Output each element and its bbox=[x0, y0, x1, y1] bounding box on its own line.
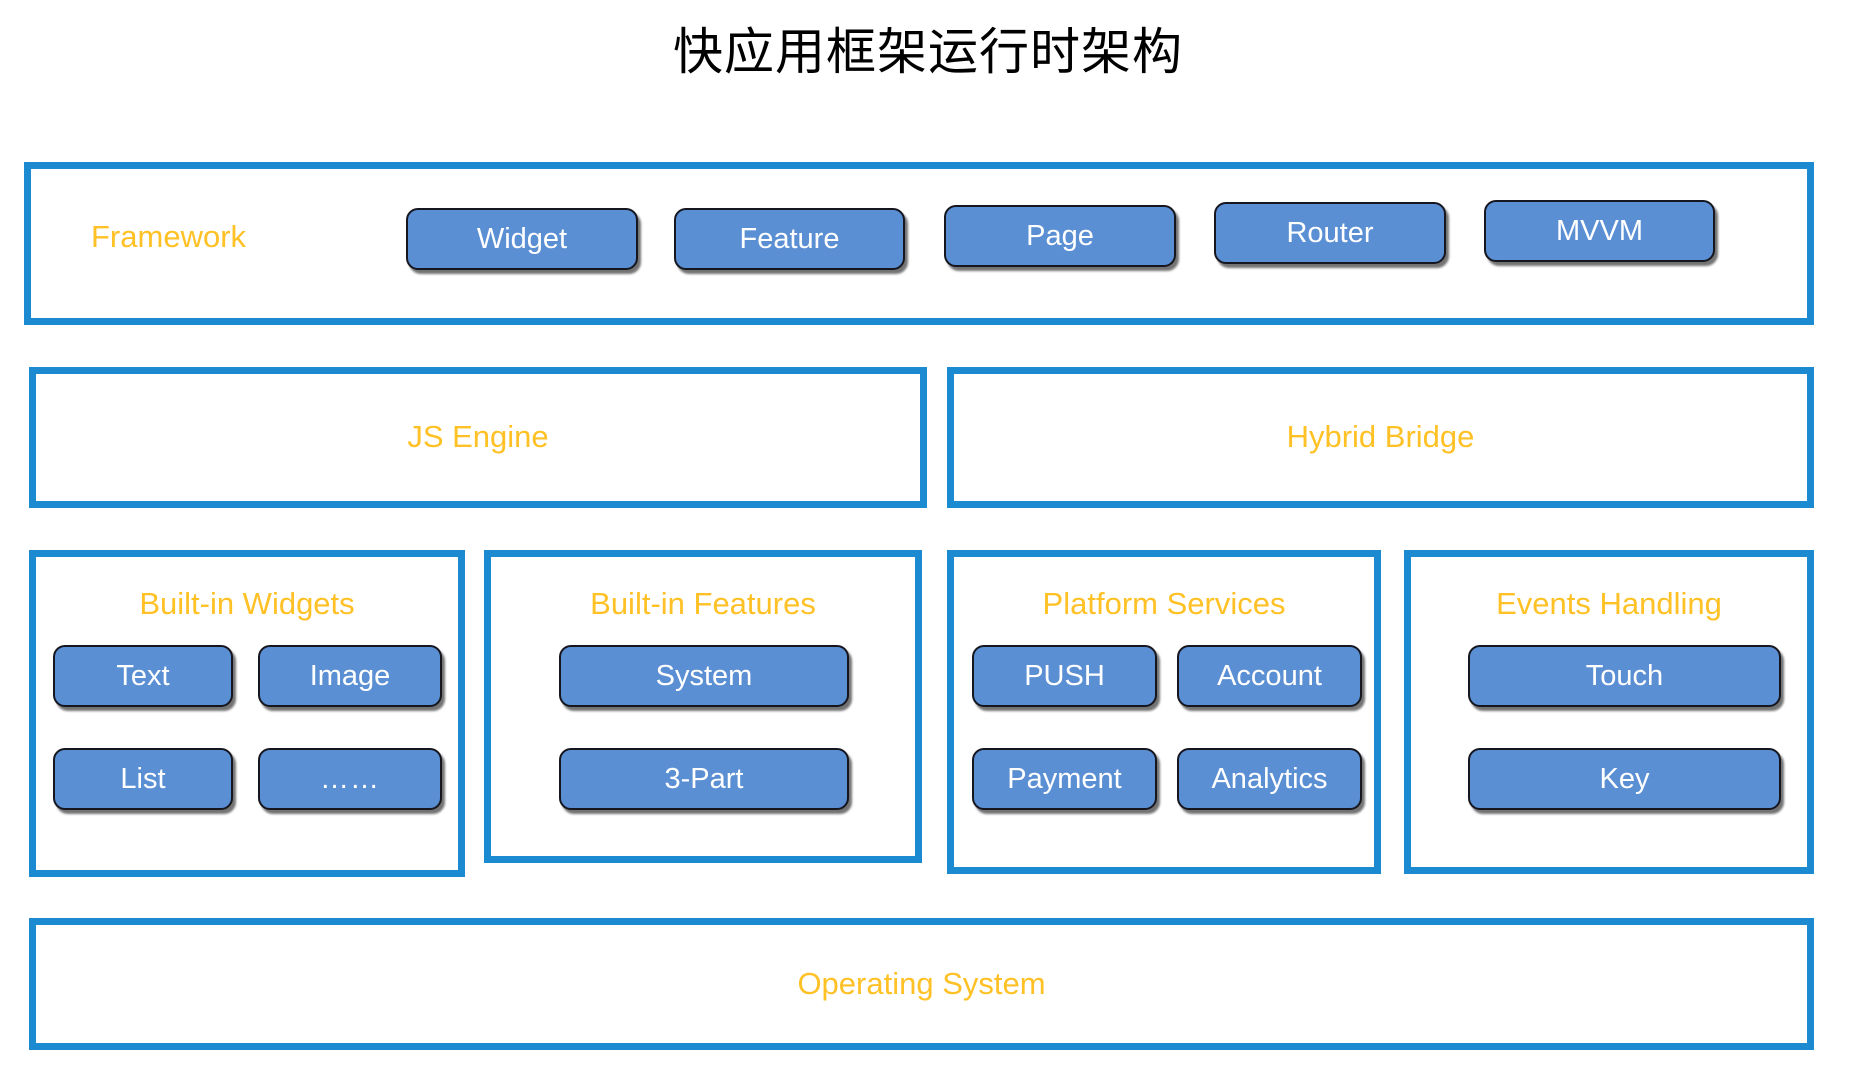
events-node-key[interactable]: Key bbox=[1468, 748, 1781, 810]
framework-node-page[interactable]: Page bbox=[944, 205, 1176, 267]
events-handling-label: Events Handling bbox=[1496, 586, 1722, 621]
platform-node-analytics[interactable]: Analytics bbox=[1177, 748, 1362, 810]
platform-node-push[interactable]: PUSH bbox=[972, 645, 1157, 707]
hybrid-bridge-panel[interactable]: Hybrid Bridge bbox=[947, 367, 1814, 508]
widget-node-text[interactable]: Text bbox=[53, 645, 233, 707]
operating-system-label: Operating System bbox=[797, 966, 1046, 1001]
widget-node-list[interactable]: List bbox=[53, 748, 233, 810]
operating-system-panel[interactable]: Operating System bbox=[29, 918, 1814, 1050]
js-engine-panel[interactable]: JS Engine bbox=[29, 367, 927, 508]
widget-node-image[interactable]: Image bbox=[258, 645, 442, 707]
framework-node-router[interactable]: Router bbox=[1214, 202, 1446, 264]
framework-node-feature[interactable]: Feature bbox=[674, 208, 905, 270]
framework-node-mvvm[interactable]: MVVM bbox=[1484, 200, 1715, 262]
page-title: 快应用框架运行时架构 bbox=[673, 23, 1183, 81]
events-node-touch[interactable]: Touch bbox=[1468, 645, 1781, 707]
framework-node-widget[interactable]: Widget bbox=[406, 208, 638, 270]
built-in-features-label: Built-in Features bbox=[590, 586, 816, 621]
platform-services-panel[interactable]: Platform Services bbox=[947, 550, 1381, 874]
events-handling-panel[interactable]: Events Handling bbox=[1404, 550, 1814, 874]
widget-node-more[interactable]: …… bbox=[258, 748, 442, 810]
framework-layer-label: Framework bbox=[91, 219, 247, 254]
feature-node-system[interactable]: System bbox=[559, 645, 849, 707]
platform-services-label: Platform Services bbox=[1042, 586, 1286, 621]
js-engine-label: JS Engine bbox=[407, 419, 549, 454]
built-in-widgets-label: Built-in Widgets bbox=[139, 586, 355, 621]
feature-node-3part[interactable]: 3-Part bbox=[559, 748, 849, 810]
built-in-widgets-panel[interactable]: Built-in Widgets bbox=[29, 550, 465, 877]
platform-node-payment[interactable]: Payment bbox=[972, 748, 1157, 810]
hybrid-bridge-label: Hybrid Bridge bbox=[1286, 419, 1475, 454]
platform-node-account[interactable]: Account bbox=[1177, 645, 1362, 707]
